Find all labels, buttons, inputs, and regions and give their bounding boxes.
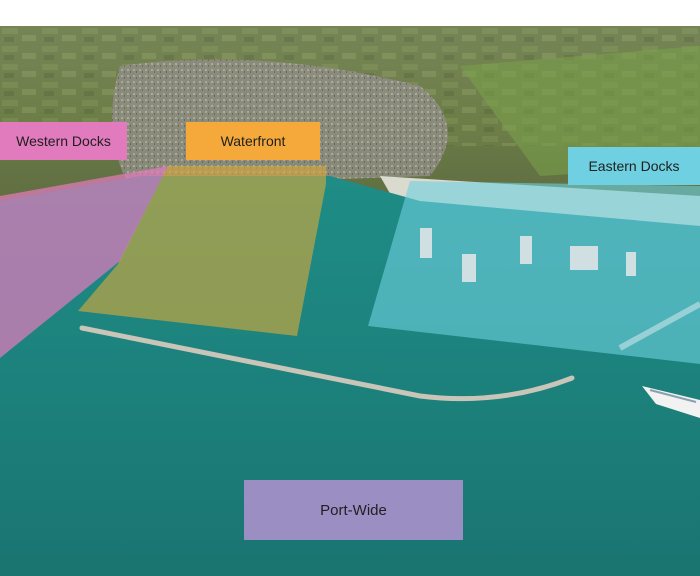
eastern-docks-zone[interactable] [368, 181, 700, 364]
western-docks-label[interactable]: Western Docks [0, 122, 127, 160]
green-fields-right [460, 46, 700, 176]
waterfront-label[interactable]: Waterfront [186, 122, 320, 160]
aerial-port-map [0, 26, 700, 576]
port-wide-label[interactable]: Port-Wide [244, 480, 463, 540]
map-canvas [0, 26, 700, 576]
eastern-docks-label[interactable]: Eastern Docks [568, 147, 700, 185]
waterfront-zone[interactable] [78, 166, 326, 336]
western-docks-zone[interactable] [0, 166, 168, 358]
ferry-ship [642, 386, 700, 418]
port-structures [420, 228, 636, 282]
breakwater [79, 325, 575, 402]
